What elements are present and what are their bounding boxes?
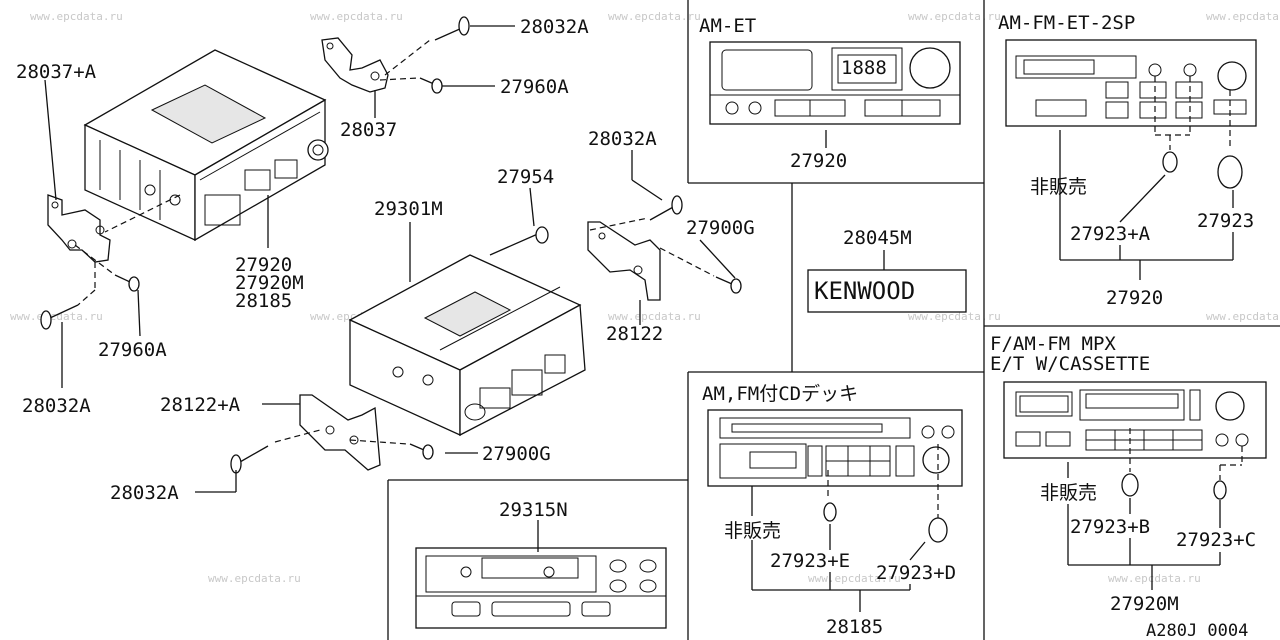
watermark: www.epcdata.ru	[608, 10, 701, 23]
section-title-mpx-1: F/AM-FM MPX	[990, 333, 1116, 355]
label-29315n: 29315N	[499, 499, 568, 521]
label-27920: 27920	[1106, 287, 1163, 309]
label-28185: 28185	[826, 616, 883, 638]
label-27923a: 27923+A	[1070, 223, 1151, 245]
leaders-center	[195, 150, 736, 493]
panel-am-et	[709, 41, 961, 148]
label-27954: 27954	[497, 166, 554, 188]
watermark: www.epcdata.ru	[908, 310, 1001, 323]
watermark: www.epcdata.ru	[808, 572, 901, 585]
section-title-am-fm-et-2sp: AM-FM-ET-2SP	[998, 12, 1135, 34]
fasteners-center	[230, 195, 742, 474]
label-29301m: 29301M	[374, 198, 443, 220]
label-28037a: 28037+A	[16, 61, 97, 83]
label-27900g: 27900G	[482, 443, 551, 465]
clock-display: 1888	[841, 57, 887, 79]
label-28122a: 28122+A	[160, 394, 241, 416]
label-27920m: 27920M	[235, 272, 304, 294]
labels: 28032A 27960A 28037 28037+A 27920 27920M…	[16, 12, 1256, 640]
label-27960a: 27960A	[98, 339, 167, 361]
radio-unit-center	[348, 226, 586, 437]
watermark: www.epcdata.ru	[1206, 10, 1280, 23]
label-not-for-sale: 非販売	[1040, 482, 1097, 504]
panel-am-fm-et-2sp	[1005, 39, 1257, 280]
label-27920: 27920	[235, 254, 292, 276]
panel-frames	[387, 0, 1280, 640]
label-27923d: 27923+D	[876, 562, 956, 584]
label-not-for-sale: 非販売	[1030, 176, 1087, 198]
label-28045m: 28045M	[843, 227, 912, 249]
label-28032a: 28032A	[520, 16, 589, 38]
label-27923b: 27923+B	[1070, 516, 1150, 538]
label-27923: 27923	[1197, 210, 1254, 232]
bracket-left	[47, 194, 111, 263]
section-title-mpx-2: E/T W/CASSETTE	[990, 353, 1150, 375]
watermark: www.epcdata.ru	[10, 310, 103, 323]
watermark: www.epcdata.ru	[310, 10, 403, 23]
label-27923e: 27923+E	[770, 550, 850, 572]
label-27900g: 27900G	[686, 217, 755, 239]
label-28032a: 28032A	[22, 395, 91, 417]
watermark: www.epcdata.ru	[208, 572, 301, 585]
fasteners-left	[40, 16, 470, 330]
panel-29315n	[415, 520, 667, 629]
bracket-top	[321, 37, 389, 93]
label-28032a: 28032A	[588, 128, 657, 150]
leaders-left	[44, 25, 515, 388]
label-28032a: 28032A	[110, 482, 179, 504]
kenwood-logo-text: KENWOOD	[814, 277, 915, 305]
label-28185: 28185	[235, 290, 292, 312]
label-27920: 27920	[790, 150, 847, 172]
label-27923c: 27923+C	[1176, 529, 1256, 551]
label-27920m: 27920M	[1110, 593, 1179, 615]
kenwood-plate	[807, 250, 967, 313]
bracket-28122a	[299, 394, 381, 471]
watermark: www.epcdata.ru	[608, 310, 701, 323]
label-27960a: 27960A	[500, 76, 569, 98]
section-title-am-et: AM-ET	[699, 15, 756, 37]
watermark: www.epcdata.ru	[30, 10, 123, 23]
panel-am-fm-cd	[707, 409, 963, 612]
bracket-28122	[587, 221, 661, 301]
label-28122: 28122	[606, 323, 663, 345]
watermark: www.epcdata.ru	[1206, 310, 1280, 323]
document-code: A280J 0004	[1146, 621, 1248, 640]
label-28037: 28037	[340, 119, 397, 141]
label-not-for-sale: 非販売	[724, 520, 781, 542]
panel-mpx	[1003, 381, 1267, 590]
watermark: www.epcdata.ru	[1108, 572, 1201, 585]
section-title-am-fm-cd: AM,FM付CDデッキ	[702, 383, 858, 405]
watermark: www.epcdata.ru	[908, 10, 1001, 23]
radio-unit-left	[83, 49, 329, 242]
